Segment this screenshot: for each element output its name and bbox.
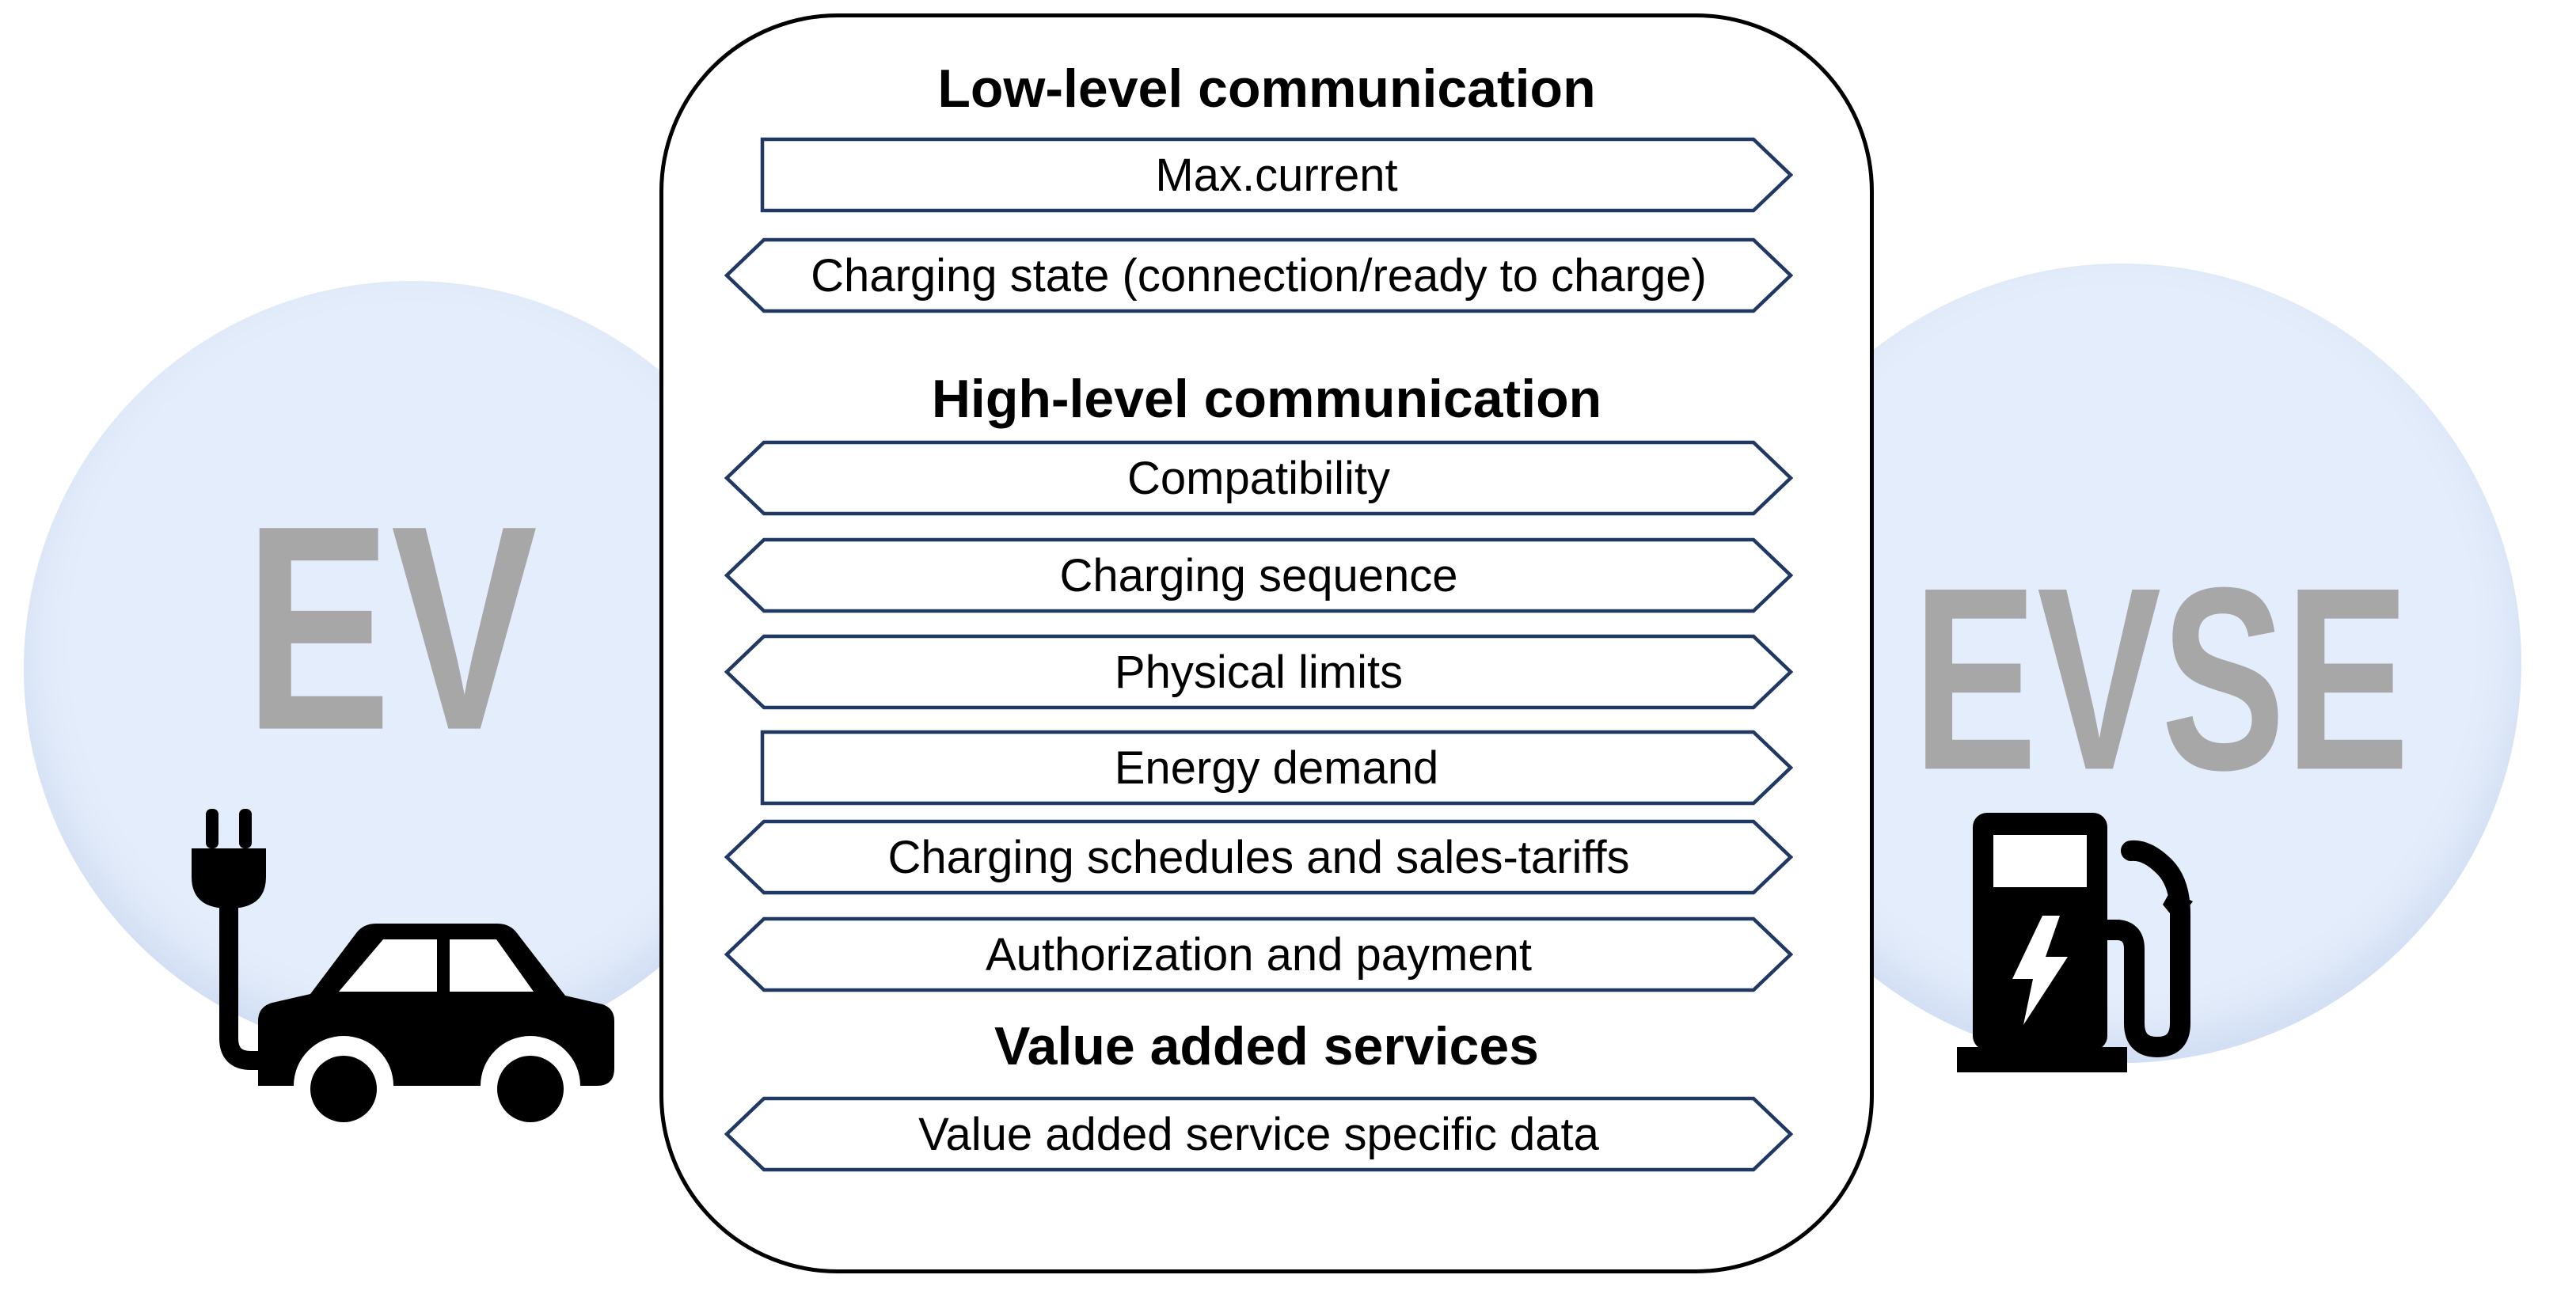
banner-charging-schedules: Charging schedules and sales-tariffs bbox=[724, 819, 1793, 895]
arrow-both-shape bbox=[724, 819, 1793, 895]
banner-label: Value added service specific data bbox=[918, 1108, 1599, 1160]
banner-label: Compatibility bbox=[1127, 452, 1390, 504]
banner-charging-state: Charging state (connection/ready to char… bbox=[724, 237, 1793, 313]
banner-label: Charging schedules and sales-tariffs bbox=[887, 831, 1630, 883]
ev-car-plug-icon bbox=[182, 807, 625, 1140]
arrow-both-shape bbox=[724, 237, 1793, 313]
banner-physical-limits: Physical limits bbox=[724, 634, 1793, 710]
banner-label: Physical limits bbox=[1114, 646, 1404, 698]
arrow-right-shape bbox=[760, 730, 1793, 806]
arrow-right-shape bbox=[760, 137, 1793, 213]
arrow-both-shape bbox=[724, 916, 1793, 992]
banner-label: Energy demand bbox=[1114, 742, 1439, 794]
ev-label: EV bbox=[245, 464, 538, 791]
banner-compatibility: Compatibility bbox=[724, 440, 1793, 516]
evse-label: EVSE bbox=[1913, 533, 2410, 825]
section-title-value-added: Value added services bbox=[994, 1016, 1539, 1076]
arrow-both-shape bbox=[724, 537, 1793, 613]
banner-label: Max.current bbox=[1155, 149, 1398, 201]
section-title-high-level: High-level communication bbox=[931, 369, 1602, 429]
arrow-both-shape bbox=[724, 1096, 1793, 1172]
banner-value-added-data: Value added service specific data bbox=[724, 1096, 1793, 1172]
banner-label: Authorization and payment bbox=[986, 928, 1532, 981]
banner-max-current: Max.current bbox=[760, 137, 1793, 213]
section-title-low-level: Low-level communication bbox=[937, 59, 1596, 119]
banner-label: Charging state (connection/ready to char… bbox=[811, 249, 1707, 302]
banner-energy-demand: Energy demand bbox=[760, 730, 1793, 806]
arrow-both-shape bbox=[724, 634, 1793, 710]
charging-station-icon bbox=[1957, 811, 2194, 1080]
banner-charging-sequence: Charging sequence bbox=[724, 537, 1793, 613]
banner-label: Charging sequence bbox=[1059, 549, 1458, 601]
arrow-both-shape bbox=[724, 440, 1793, 516]
banner-authorization-payment: Authorization and payment bbox=[724, 916, 1793, 992]
